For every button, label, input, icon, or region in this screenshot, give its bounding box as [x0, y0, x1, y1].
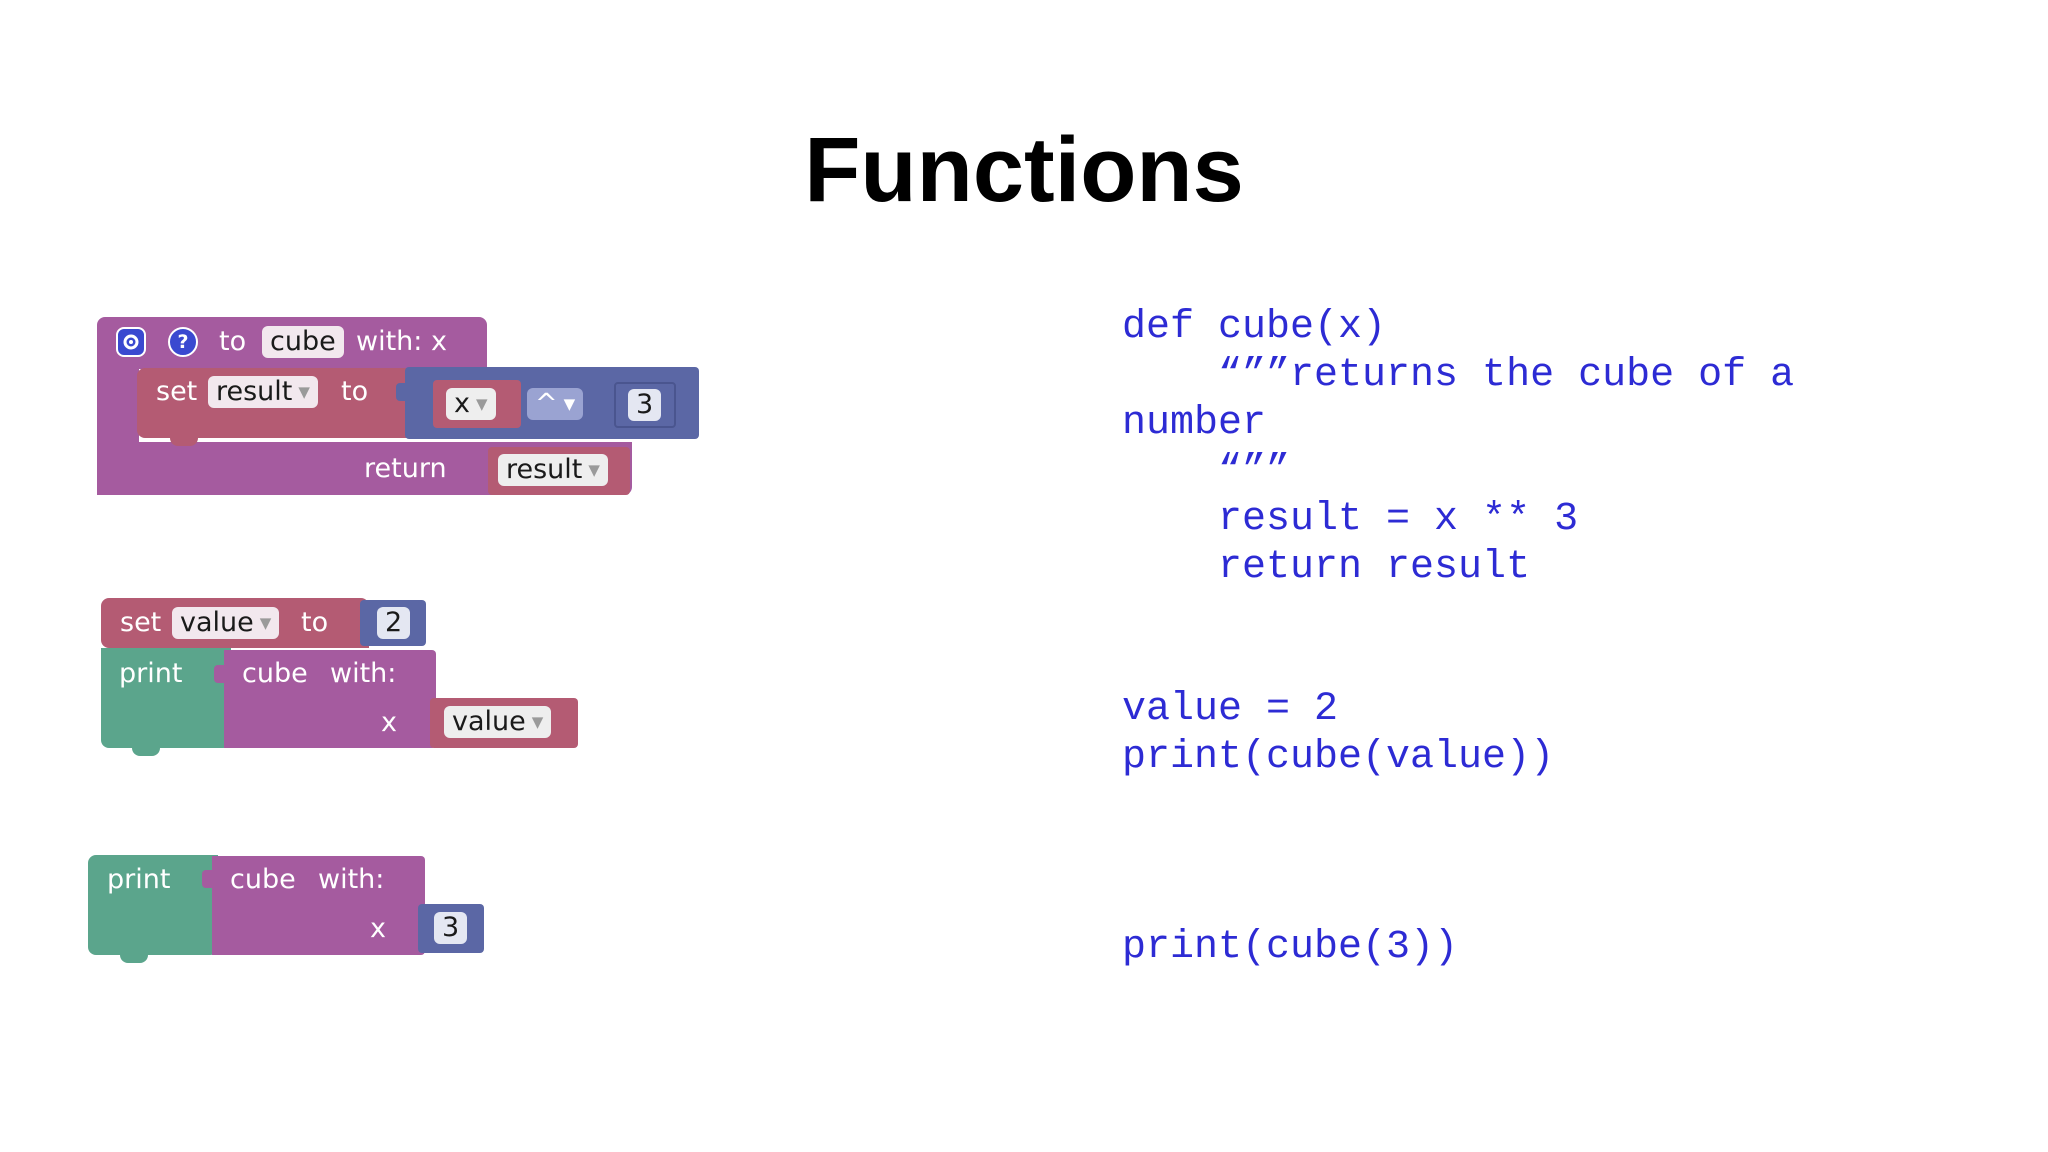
cube-call-notch — [214, 665, 224, 683]
return-label: return — [364, 453, 447, 484]
cube-call-block[interactable] — [212, 856, 425, 955]
dropdown-arrow-icon: ▼ — [531, 713, 544, 731]
return-variable-label: result — [506, 454, 583, 485]
cube-label: cube — [230, 864, 296, 895]
value-variable-label: value — [180, 607, 254, 638]
print-block[interactable] — [101, 648, 231, 748]
cube-label: cube — [242, 658, 308, 689]
value-variable-dropdown[interactable]: value ▼ — [172, 607, 280, 639]
code-line: result = x ** 3 — [1122, 497, 1579, 542]
x-variable-dropdown[interactable]: x▼ — [446, 388, 496, 420]
print-label: print — [107, 864, 171, 895]
with-label: with: — [318, 864, 385, 895]
gear-icon[interactable] — [116, 327, 146, 357]
code-line: def cube(x) — [1122, 305, 1387, 350]
print-block-tab — [132, 746, 160, 756]
x-variable-label: x — [454, 388, 470, 419]
result-variable-dropdown[interactable]: result ▼ — [208, 376, 318, 408]
operator-label: ^ — [535, 388, 558, 419]
code-line: return result — [1122, 545, 1531, 590]
code-line: print(cube(3)) — [1122, 925, 1459, 970]
result-variable-label: result — [216, 376, 293, 407]
dropdown-arrow-icon: ▼ — [563, 395, 576, 413]
number-field[interactable]: 3 — [434, 912, 468, 944]
code-line: “””returns the cube of a — [1122, 353, 1795, 398]
set-label: set — [120, 607, 162, 638]
cube-call-block[interactable] — [224, 650, 436, 748]
code-line: print(cube(value)) — [1122, 735, 1555, 780]
print-block[interactable] — [88, 855, 218, 955]
set-label: set — [156, 376, 198, 407]
code-line: “”” — [1122, 449, 1291, 494]
operator-dropdown[interactable]: ^▼ — [527, 388, 584, 420]
power-math-notch — [396, 383, 406, 401]
dropdown-arrow-icon: ▼ — [475, 395, 488, 413]
help-icon[interactable]: ? — [168, 327, 198, 357]
to-label: to — [219, 326, 247, 357]
return-variable-dropdown[interactable]: result ▼ — [498, 454, 608, 486]
dropdown-arrow-icon: ▼ — [259, 614, 272, 632]
cube-call-notch — [202, 870, 212, 888]
code-line: value = 2 — [1122, 687, 1339, 732]
slide-title: Functions — [804, 119, 1244, 221]
set-result-tab — [170, 436, 198, 446]
number-field[interactable]: 2 — [377, 607, 411, 639]
print-label: print — [119, 658, 183, 689]
dropdown-arrow-icon: ▼ — [588, 461, 600, 479]
code-line: number — [1122, 401, 1267, 446]
power-number-field[interactable]: 3 — [628, 389, 662, 421]
x-param-label: x — [381, 707, 397, 738]
function-name-field[interactable]: cube — [262, 326, 344, 358]
with-label: with: — [330, 658, 397, 689]
x-param-label: x — [370, 913, 386, 944]
params-label: with: x — [356, 326, 447, 357]
value-argument-label: value — [452, 706, 526, 737]
to-label: to — [301, 607, 329, 638]
dropdown-arrow-icon: ▼ — [298, 383, 310, 401]
value-argument-dropdown[interactable]: value ▼ — [444, 706, 552, 738]
to-label-2: to — [341, 376, 369, 407]
print-block-tab — [120, 953, 148, 963]
